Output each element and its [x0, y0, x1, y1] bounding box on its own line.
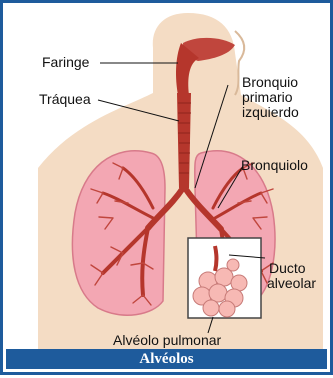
- label-bronchus-line1: Bronquio: [242, 75, 298, 90]
- label-bronchus-line2: primario: [242, 90, 293, 105]
- label-alveolus: Alvéolo pulmonar: [113, 333, 221, 348]
- label-duct-line1: Ducto: [269, 261, 306, 276]
- alveolar-duct-shape: [215, 246, 217, 271]
- label-pharynx: Faringe: [42, 55, 89, 70]
- label-duct-line2: alveolar: [267, 276, 316, 291]
- label-trachea: Tráquea: [39, 92, 91, 107]
- label-bronchus-line3: izquierdo: [242, 105, 299, 120]
- trachea-shape: [177, 93, 191, 188]
- caption-title: Alvéolos: [139, 351, 193, 367]
- label-bronchiole: Bronquiolo: [241, 158, 308, 173]
- caption-bar: Alvéolos: [6, 349, 327, 369]
